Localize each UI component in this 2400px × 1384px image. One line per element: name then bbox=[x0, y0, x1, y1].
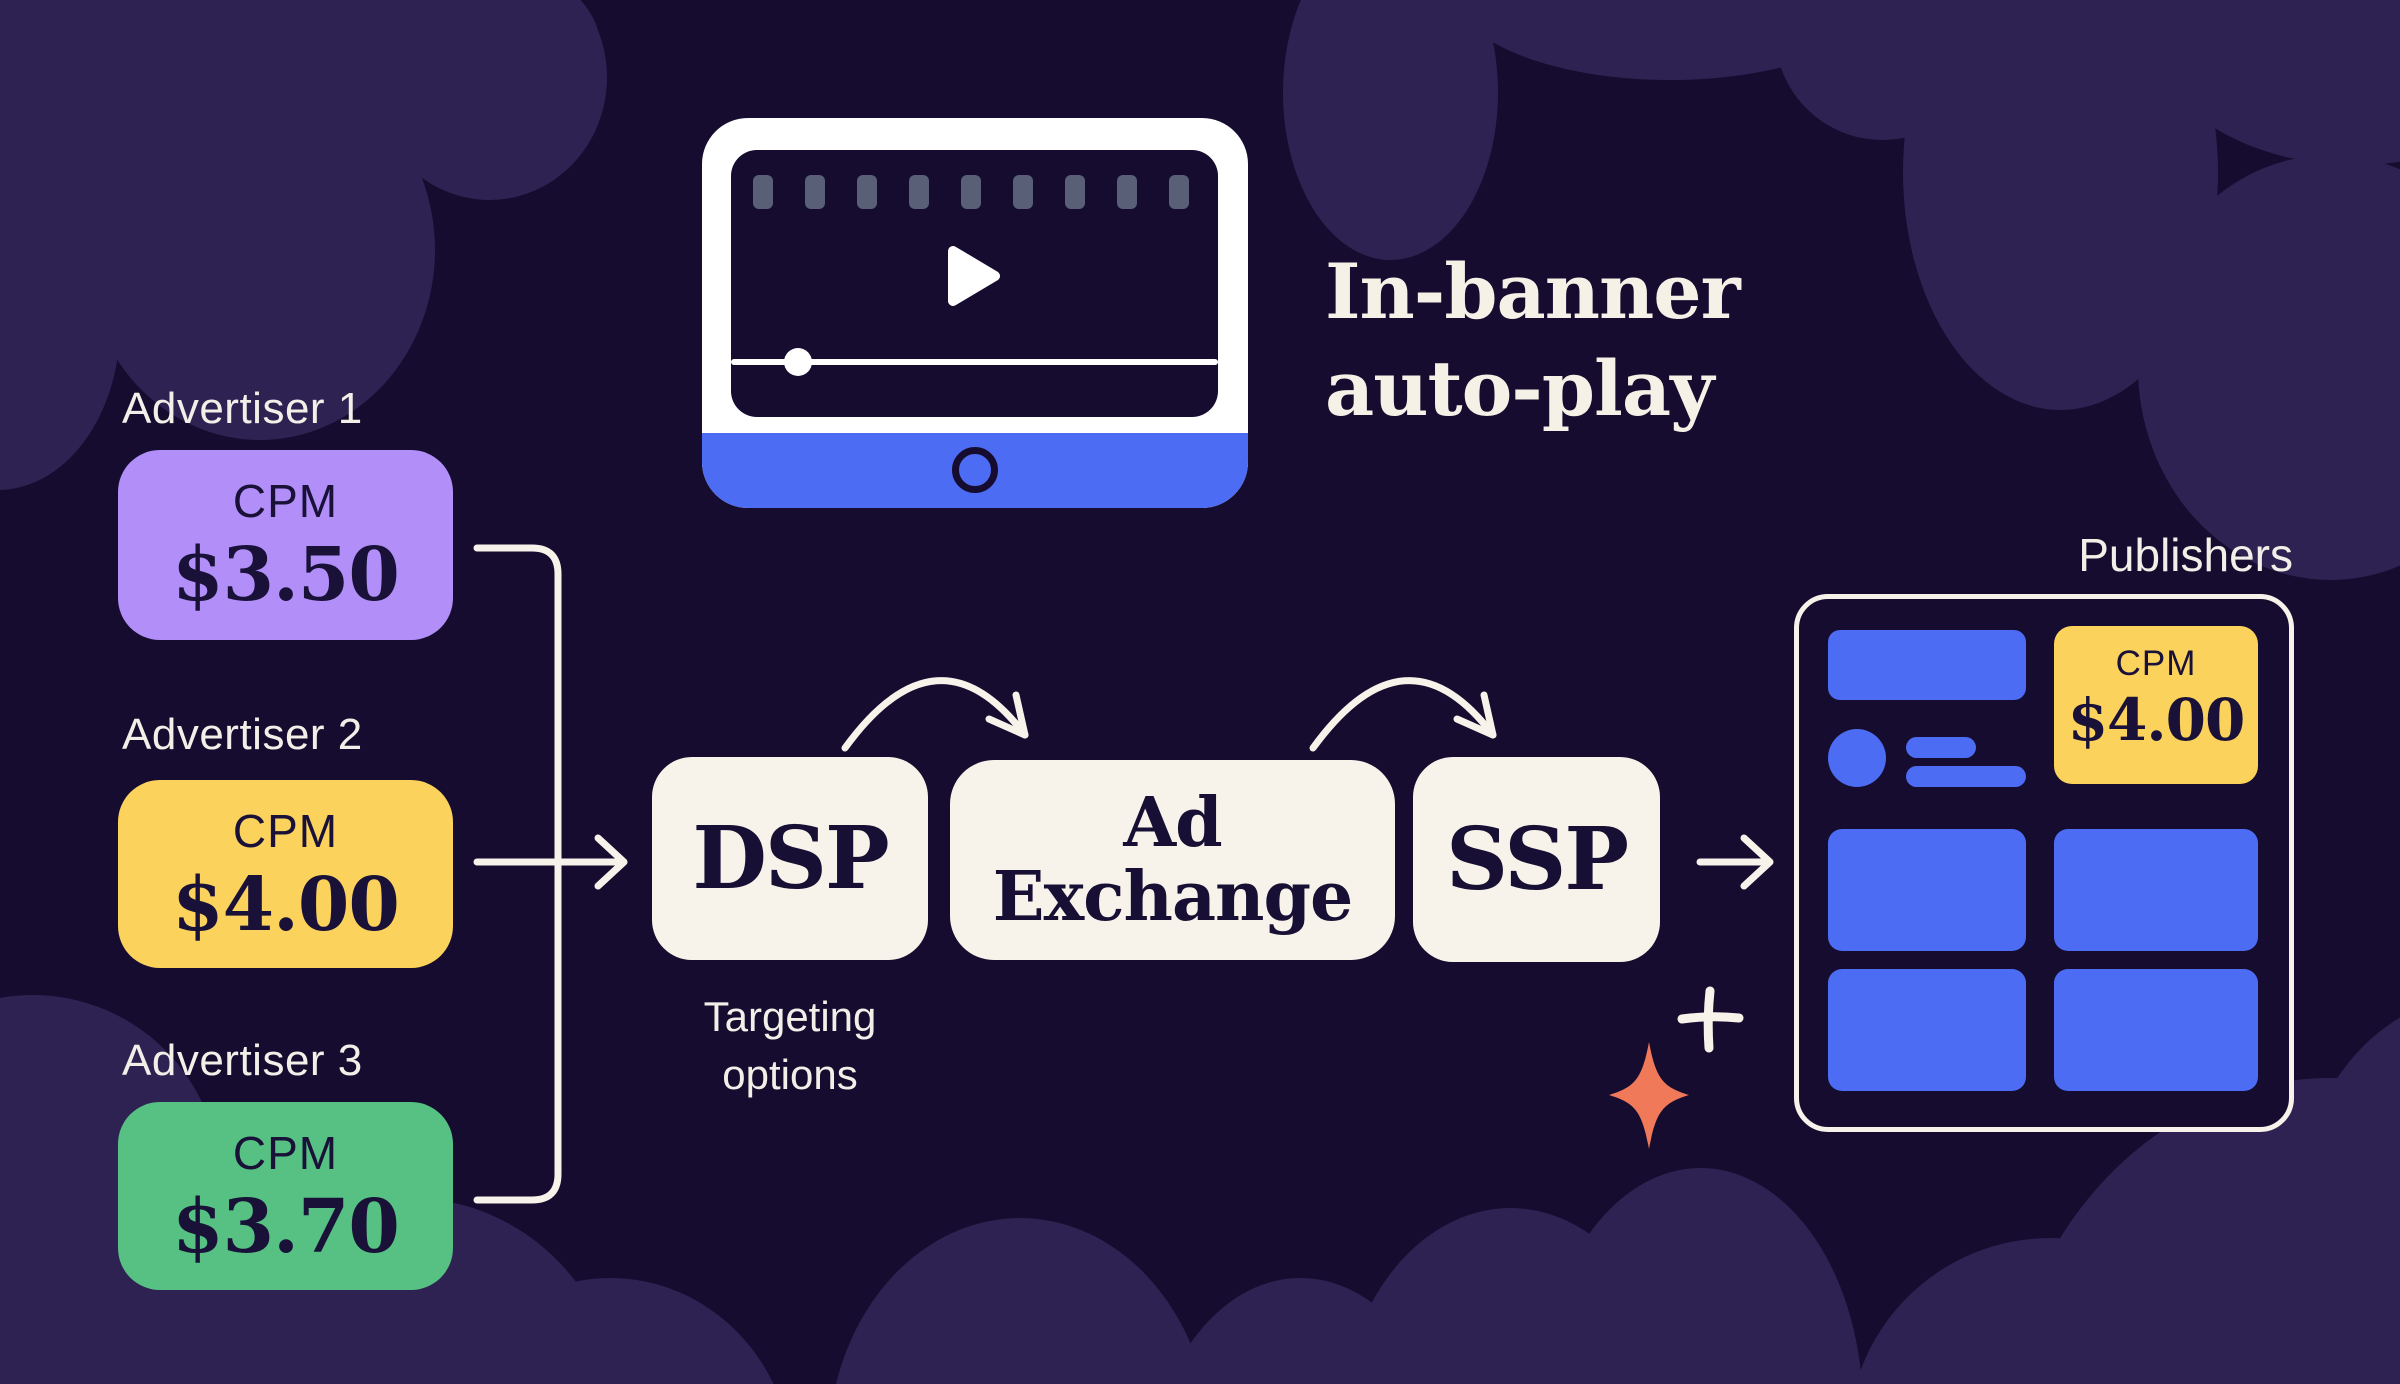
film-frame-icon bbox=[1169, 175, 1189, 209]
film-frame-icon bbox=[753, 175, 773, 209]
advertiser-3-cpm-card: CPM $3.70 bbox=[118, 1102, 453, 1290]
play-icon bbox=[948, 246, 1000, 306]
film-frame-icon bbox=[1117, 175, 1137, 209]
background-blob bbox=[372, 0, 607, 200]
film-frame-icon bbox=[1013, 175, 1033, 209]
curved-arrow-head-icon bbox=[1453, 691, 1497, 739]
ad-exchange-label-line-1: Ad bbox=[1123, 783, 1222, 863]
page-title: In-banner auto-play bbox=[1325, 243, 1741, 437]
arrow-to-dsp-icon bbox=[594, 834, 628, 890]
cpm-value: $3.50 bbox=[172, 532, 400, 618]
ssp-label: SSP bbox=[1446, 809, 1629, 910]
publisher-ad-rect bbox=[1828, 829, 2026, 951]
background-blob bbox=[85, 60, 435, 440]
film-frame-icon bbox=[961, 175, 981, 209]
page-title-line-1: In-banner bbox=[1325, 247, 1741, 336]
progress-bar bbox=[731, 359, 1218, 365]
dsp-box: DSP bbox=[652, 757, 928, 960]
cpm-value: $4.00 bbox=[172, 862, 400, 948]
ad-exchange-box: Ad Exchange bbox=[950, 760, 1395, 960]
publisher-banner-rect bbox=[1828, 630, 2026, 700]
advertiser-2-cpm-card: CPM $4.00 bbox=[118, 780, 453, 968]
cpm-value: $4.00 bbox=[2067, 686, 2246, 754]
ssp-box: SSP bbox=[1413, 757, 1660, 962]
film-frame-icon bbox=[857, 175, 877, 209]
advertiser-2-label: Advertiser 2 bbox=[122, 710, 363, 759]
progress-dot bbox=[784, 348, 812, 376]
dsp-label: DSP bbox=[692, 808, 889, 909]
curved-arrow-dsp-to-adexchange-icon bbox=[841, 677, 1029, 752]
cpm-label: CPM bbox=[232, 1127, 339, 1179]
film-frame-icon bbox=[1065, 175, 1085, 209]
advertiser-1-cpm-card: CPM $3.50 bbox=[118, 450, 453, 640]
publisher-text-pill bbox=[1906, 766, 2026, 787]
publisher-text-pill bbox=[1906, 737, 1976, 758]
advertiser-bracket-line bbox=[473, 544, 562, 1204]
publisher-ad-rect bbox=[2054, 969, 2258, 1091]
home-button-icon bbox=[952, 447, 998, 493]
publisher-avatar-icon bbox=[1828, 729, 1886, 787]
publisher-cpm-ad-slot: CPM $4.00 bbox=[2054, 626, 2258, 784]
page-title-line-2: auto-play bbox=[1325, 344, 1714, 433]
cpm-value: $3.70 bbox=[172, 1184, 400, 1270]
publishers-heading: Publishers bbox=[2078, 529, 2293, 581]
sparkle-icon bbox=[1609, 1042, 1689, 1149]
advertiser-1-label: Advertiser 1 bbox=[122, 384, 363, 433]
publisher-ad-rect bbox=[1828, 969, 2026, 1091]
cpm-label: CPM bbox=[232, 475, 339, 527]
film-frame-icon bbox=[805, 175, 825, 209]
ad-exchange-label-line-2: Exchange bbox=[992, 857, 1354, 937]
curved-arrow-head-icon bbox=[985, 691, 1029, 739]
targeting-note-line-2: options bbox=[722, 1051, 858, 1098]
targeting-note-line-1: Targeting bbox=[703, 993, 877, 1040]
cpm-label: CPM bbox=[232, 805, 339, 857]
advertiser-3-label: Advertiser 3 bbox=[122, 1036, 363, 1085]
background-blob bbox=[1283, 0, 1498, 260]
cpm-label: CPM bbox=[2115, 644, 2197, 683]
targeting-options-note: Targeting options bbox=[622, 988, 958, 1104]
arrow-head-icon bbox=[1740, 834, 1774, 890]
curved-arrow-adexchange-to-ssp-icon bbox=[1309, 677, 1497, 752]
film-frame-icon bbox=[909, 175, 929, 209]
publisher-ad-rect bbox=[2054, 829, 2258, 951]
plus-icon bbox=[1677, 1012, 1744, 1024]
